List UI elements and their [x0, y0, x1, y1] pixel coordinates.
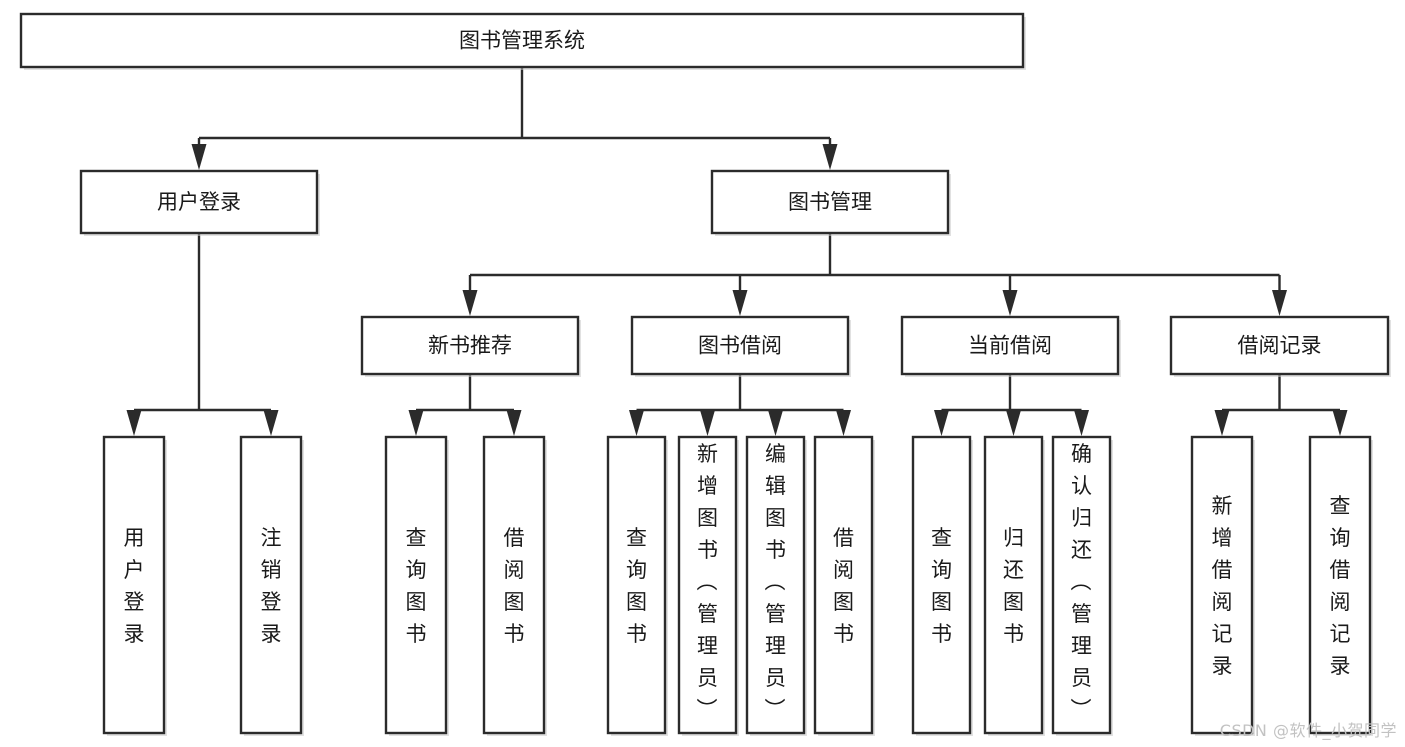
- flow-node-leaf-borrow-book-2[interactable]: 借阅图书: [813, 435, 875, 736]
- node-rect: [360, 315, 580, 376]
- connector-layer: [126, 67, 1348, 436]
- node-label: 借阅图书: [833, 526, 854, 646]
- flow-node-current-borrow[interactable]: 当前借阅: [900, 315, 1121, 377]
- flow-node-book-manage[interactable]: 图书管理: [710, 169, 951, 236]
- flow-node-borrow-record[interactable]: 借阅记录: [1169, 315, 1391, 377]
- flow-node-leaf-edit-book[interactable]: 编辑图书（管理员）: [745, 435, 807, 736]
- flow-node-leaf-return-book[interactable]: 归还图书: [983, 435, 1045, 736]
- arrow-head-icon: [126, 410, 142, 436]
- node-rect: [911, 435, 972, 735]
- node-label: 新增借阅记录: [1212, 494, 1233, 678]
- node-rect: [1190, 435, 1254, 735]
- flow-node-leaf-add-record[interactable]: 新增借阅记录: [1190, 435, 1255, 736]
- flow-node-leaf-query-book-1[interactable]: 查询图书: [384, 435, 449, 736]
- arrow-head-icon: [768, 410, 783, 436]
- node-label: 编辑图书（管理员）: [765, 442, 787, 722]
- flow-node-book-borrow[interactable]: 图书借阅: [630, 315, 851, 377]
- node-rect: [710, 169, 950, 235]
- csdn-watermark: CSDN @软件_小贺同学: [1219, 721, 1397, 740]
- arrow-head-icon: [263, 410, 279, 436]
- node-label: 当前借阅: [968, 334, 1052, 358]
- arrow-head-icon: [629, 410, 644, 436]
- arrow-head-icon: [1006, 410, 1021, 436]
- node-rect: [630, 315, 850, 376]
- node-rect: [1051, 435, 1112, 735]
- node-label: 借阅记录: [1238, 334, 1322, 358]
- node-label: 图书管理系统: [459, 29, 585, 53]
- node-rect: [745, 435, 806, 735]
- node-label: 新书推荐: [428, 334, 512, 358]
- node-rect: [1308, 435, 1372, 735]
- flow-node-user-login[interactable]: 用户登录: [79, 169, 320, 236]
- node-rect: [900, 315, 1120, 376]
- node-label: 注销登录: [261, 526, 282, 646]
- node-label: 新增图书（管理员）: [697, 442, 719, 722]
- arrow-head-icon: [836, 410, 851, 436]
- node-rect: [102, 435, 166, 735]
- node-rect: [239, 435, 303, 735]
- node-rect: [677, 435, 738, 735]
- node-label: 借阅图书: [504, 526, 525, 646]
- node-rect: [606, 435, 667, 735]
- node-rect: [813, 435, 874, 735]
- arrow-head-icon: [732, 290, 748, 316]
- arrow-head-icon: [1074, 410, 1089, 436]
- flow-node-new-book-rec[interactable]: 新书推荐: [360, 315, 581, 377]
- node-label: 查询借阅记录: [1330, 494, 1351, 678]
- node-rect: [79, 169, 319, 235]
- flow-node-leaf-user-login[interactable]: 用户登录: [102, 435, 167, 736]
- flow-node-leaf-logout[interactable]: 注销登录: [239, 435, 304, 736]
- arrow-head-icon: [1272, 290, 1287, 316]
- arrow-head-icon: [191, 144, 207, 170]
- node-label: 查询图书: [406, 526, 427, 646]
- node-layer: 图书管理系统用户登录图书管理新书推荐图书借阅当前借阅借阅记录用户登录注销登录查询…: [19, 12, 1391, 736]
- node-label: 查询图书: [626, 526, 647, 646]
- node-label: 用户登录: [124, 526, 145, 646]
- arrow-head-icon: [700, 410, 715, 436]
- arrow-head-icon: [408, 410, 424, 436]
- flow-node-leaf-add-book[interactable]: 新增图书（管理员）: [677, 435, 739, 736]
- arrow-head-icon: [822, 144, 838, 170]
- node-label: 图书借阅: [698, 334, 782, 358]
- flow-node-leaf-borrow-book-1[interactable]: 借阅图书: [482, 435, 547, 736]
- node-rect: [19, 12, 1025, 69]
- flow-node-leaf-query-book-3[interactable]: 查询图书: [911, 435, 973, 736]
- node-rect: [1169, 315, 1390, 376]
- flow-node-root[interactable]: 图书管理系统: [19, 12, 1026, 70]
- arrow-head-icon: [1332, 410, 1348, 436]
- arrow-head-icon: [506, 410, 522, 436]
- node-label: 查询图书: [931, 526, 952, 646]
- node-rect: [983, 435, 1044, 735]
- arrow-head-icon: [934, 410, 949, 436]
- flow-node-leaf-query-record[interactable]: 查询借阅记录: [1308, 435, 1373, 736]
- node-rect: [482, 435, 546, 735]
- arrow-head-icon: [1214, 410, 1230, 436]
- node-label: 用户登录: [157, 190, 241, 214]
- arrow-head-icon: [1002, 290, 1018, 316]
- flow-node-leaf-confirm-return[interactable]: 确认归还（管理员）: [1051, 435, 1113, 736]
- node-label: 归还图书: [1003, 526, 1024, 646]
- flow-node-leaf-query-book-2[interactable]: 查询图书: [606, 435, 668, 736]
- node-label: 确认归还（管理员）: [1071, 442, 1093, 722]
- arrow-head-icon: [462, 290, 478, 316]
- node-label: 图书管理: [788, 190, 872, 214]
- node-rect: [384, 435, 448, 735]
